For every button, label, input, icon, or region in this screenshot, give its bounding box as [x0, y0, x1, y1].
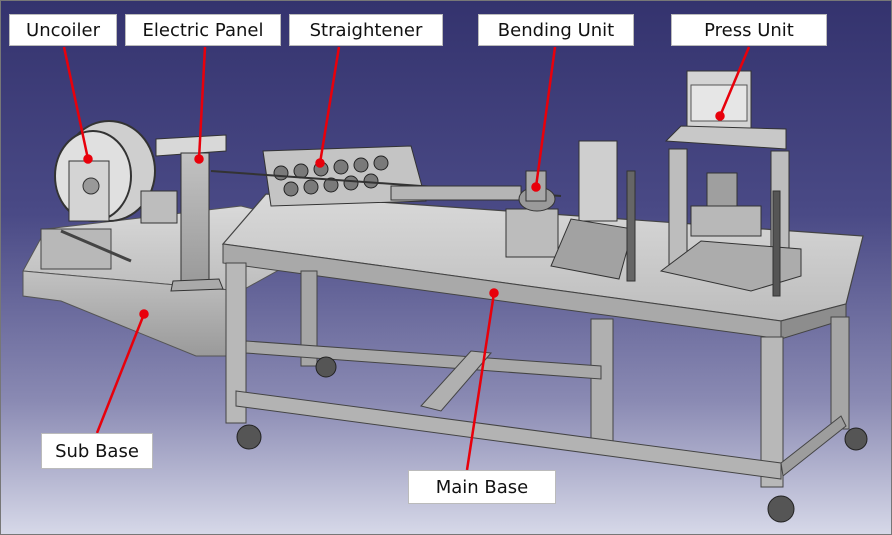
leader-line-uncoiler: [62, 46, 90, 160]
label-main-base: Main Base: [408, 470, 556, 504]
bending-unit-assembly: [505, 140, 636, 282]
leader-dot-sub-base: [139, 309, 149, 319]
leader-line-straightener: [318, 46, 341, 164]
leader-lines: [62, 46, 751, 471]
leader-line-sub-base: [95, 313, 146, 434]
label-uncoiler: Uncoiler: [9, 14, 117, 46]
label-press-unit: Press Unit: [671, 14, 827, 46]
press-unit-assembly: [659, 70, 802, 297]
leader-dot-straightener: [315, 158, 325, 168]
leader-line-electric-panel: [197, 46, 207, 160]
straightener-assembly: [210, 145, 562, 207]
leader-dot-main-base: [489, 288, 499, 298]
label-straightener: Straightener: [289, 14, 443, 46]
label-bending-unit: Bending Unit: [478, 14, 634, 46]
leader-line-main-base: [465, 292, 496, 471]
label-sub-base: Sub Base: [41, 433, 153, 469]
label-electric-panel: Electric Panel: [125, 14, 281, 46]
electric-panel-column: [155, 134, 227, 292]
leader-line-press-unit: [718, 46, 751, 117]
leader-dot-bending-unit: [531, 182, 541, 192]
leader-dot-press-unit: [715, 111, 725, 121]
leader-dot-electric-panel: [194, 154, 204, 164]
leader-dot-uncoiler: [83, 154, 93, 164]
leader-line-bending-unit: [534, 46, 557, 188]
